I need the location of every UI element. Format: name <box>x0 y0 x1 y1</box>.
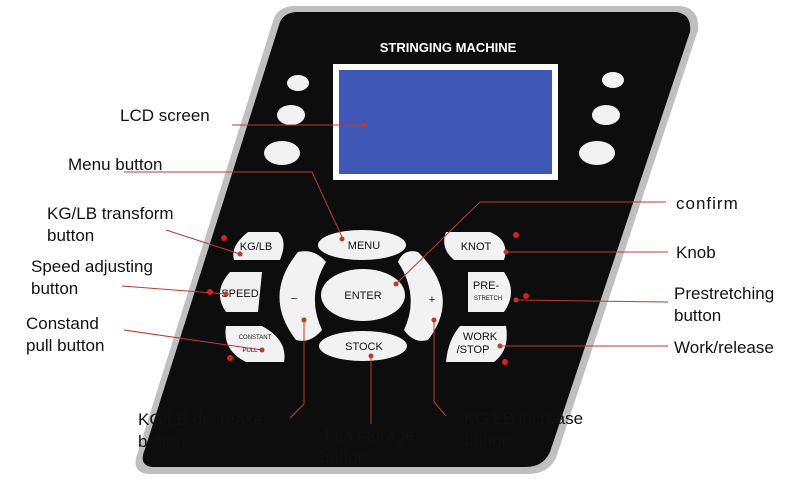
label-confirm: confirm <box>676 193 739 215</box>
label-work-text: Work/release <box>674 338 774 357</box>
lcd-screen <box>339 70 552 174</box>
work-button-label-2: /STOP <box>457 344 490 356</box>
dot-lcd <box>361 122 367 128</box>
led-constant <box>227 355 233 361</box>
label-constant-line1: Constand <box>26 314 99 333</box>
leader-constant <box>123 329 263 351</box>
knot-button[interactable] <box>444 232 506 260</box>
label-constand-pull: Constand pull button <box>26 313 104 357</box>
constant-button-label-2: PULL <box>242 348 258 354</box>
prestretch-button[interactable] <box>468 272 511 312</box>
plus-button-label: + <box>429 294 435 306</box>
leader-dots <box>223 122 519 359</box>
minus-button-label: − <box>291 293 297 305</box>
left-oval-button-2[interactable] <box>277 105 305 125</box>
kglb-button[interactable] <box>233 232 284 260</box>
led-knot <box>513 232 519 238</box>
right-oval-button-3[interactable] <box>579 141 615 165</box>
dot-speed <box>223 291 229 297</box>
left-oval-button-1[interactable] <box>287 75 309 91</box>
right-oval-button-2[interactable] <box>592 105 620 125</box>
constant-button-label-1: CONSTANT <box>239 335 272 341</box>
stock-button[interactable] <box>319 331 407 361</box>
stock-button-label: STOCK <box>345 341 383 353</box>
dot-confirm <box>393 281 399 287</box>
label-prestretching: Prestretching button <box>674 283 774 327</box>
dot-menu <box>339 236 345 242</box>
label-kglb-transform-line1: KG/LB transform <box>47 204 174 223</box>
label-prestretch-line2: button <box>674 306 722 325</box>
label-decrease-line1: KG/LB decrease <box>138 410 263 429</box>
label-increase-line2: button <box>464 431 512 450</box>
label-work-release: Work/release <box>674 337 774 359</box>
label-lcd-text: LCD screen <box>120 106 210 125</box>
dot-storage <box>368 353 374 359</box>
label-storage-line1: data storage <box>320 426 415 445</box>
dot-increase <box>431 317 437 323</box>
led-kglb <box>221 235 227 241</box>
label-kglb-decrease: KG/LB decrease button <box>138 409 263 453</box>
label-increase-line1: KG/LB increase <box>464 409 584 428</box>
prestretch-button-label-1: PRE- <box>473 280 500 292</box>
left-oval-button-3[interactable] <box>264 141 300 165</box>
led-speed <box>207 289 213 295</box>
label-knob: Knob <box>676 242 716 264</box>
constant-pull-button[interactable] <box>225 326 285 362</box>
prestretch-button-label-2: STRETCH <box>474 296 502 302</box>
label-constant-line2: pull button <box>26 336 105 355</box>
leader-increase <box>433 322 447 417</box>
label-prestretch-line1: Prestretching <box>674 284 775 303</box>
dot-constant <box>259 347 265 353</box>
panel-title: STRINGING MACHINE <box>380 40 517 55</box>
leader-lines <box>121 124 669 424</box>
leader-kglb <box>165 229 241 255</box>
label-kglb-transform-line2: button <box>47 226 95 245</box>
led-prestretch <box>523 293 529 299</box>
leader-speed <box>121 285 227 295</box>
knot-button-label: KNOT <box>461 241 492 253</box>
dot-kglb <box>237 251 243 257</box>
led-work <box>502 359 508 365</box>
label-speed-line1: Speed adjusting <box>31 257 153 276</box>
enter-button[interactable] <box>321 269 405 321</box>
leader-prestretch <box>515 299 669 303</box>
label-speed-adjusting: Speed adjusting button <box>31 256 153 300</box>
label-menu-text: Menu button <box>68 155 163 174</box>
dot-prestretch <box>513 297 519 303</box>
dot-knob <box>503 249 509 255</box>
label-confirm-text: confirm <box>676 194 739 213</box>
leader-confirm <box>395 201 666 285</box>
dot-decrease <box>301 317 307 323</box>
enter-button-label: ENTER <box>344 290 381 302</box>
label-menu-button: Menu button <box>68 154 163 176</box>
work-stop-button[interactable] <box>446 326 507 362</box>
label-knob-text: Knob <box>676 243 716 262</box>
label-lcd-screen: LCD screen <box>120 105 210 127</box>
dot-work <box>497 343 503 349</box>
plus-button[interactable] <box>398 251 443 341</box>
label-decrease-line2: button <box>138 432 186 451</box>
speed-button-label: SPEED <box>221 288 258 300</box>
label-storage-line2: button <box>320 448 368 467</box>
minus-button[interactable] <box>279 251 326 341</box>
right-oval-button-1[interactable] <box>602 72 624 88</box>
label-kglb-increase: KG/LB increase button <box>464 408 583 452</box>
label-speed-line2: button <box>31 279 79 298</box>
menu-button-label: MENU <box>348 240 380 252</box>
label-data-storage: data storage button <box>320 425 415 469</box>
speed-button[interactable] <box>219 272 262 312</box>
kglb-button-label: KG/LB <box>240 241 272 253</box>
work-button-label-1: WORK <box>463 331 498 343</box>
label-kglb-transform: KG/LB transform button <box>47 203 174 247</box>
leader-menu <box>124 171 343 238</box>
leader-decrease <box>289 322 305 419</box>
